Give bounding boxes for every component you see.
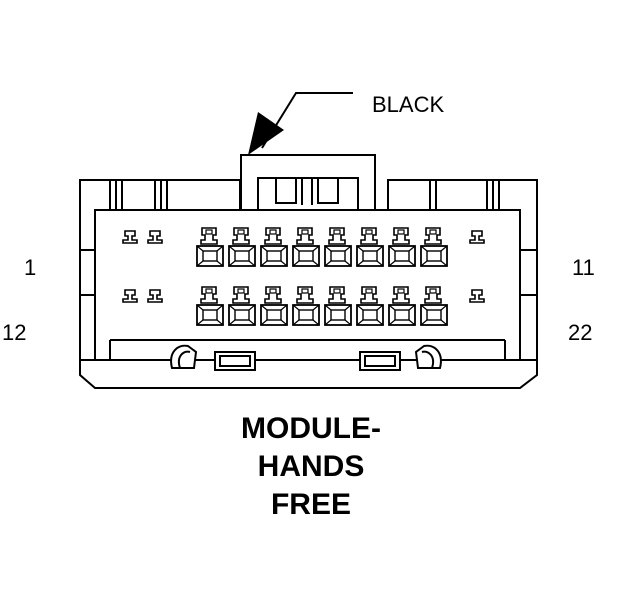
pin-label-11: 11 xyxy=(572,255,595,280)
pin-terminal-r1-6 xyxy=(356,227,384,267)
connector-housing xyxy=(79,154,538,389)
pin-small-r2-a xyxy=(122,289,138,303)
pin-terminal-r1-7 xyxy=(388,227,416,267)
wire-color-label: BLACK xyxy=(372,92,444,117)
pin-terminal-r1-8 xyxy=(420,227,448,267)
pin-small-r1-a xyxy=(122,230,138,244)
connector-name-line-1: MODULE- xyxy=(241,412,381,445)
color-leader-arrow xyxy=(248,92,353,155)
pin-terminal-r2-4 xyxy=(292,286,320,326)
pin-terminals xyxy=(122,227,485,326)
pin-terminal-r2-7 xyxy=(388,286,416,326)
pin-label-22: 22 xyxy=(568,320,592,345)
pin-small-r1-c xyxy=(469,230,485,244)
pin-terminal-r2-3 xyxy=(260,286,288,326)
pin-label-12: 12 xyxy=(2,320,26,345)
pin-small-r2-b xyxy=(147,289,163,303)
pin-small-r2-c xyxy=(469,289,485,303)
pin-terminal-r1-1 xyxy=(196,227,224,267)
pin-terminal-r1-5 xyxy=(324,227,352,267)
pin-terminal-r1-4 xyxy=(292,227,320,267)
pin-terminal-r2-5 xyxy=(324,286,352,326)
connector-name-line-3: FREE xyxy=(271,488,351,521)
pin-small-r1-b xyxy=(147,230,163,244)
connector-name-line-2: HANDS xyxy=(258,450,365,483)
pin-terminal-r2-2 xyxy=(228,286,256,326)
pin-terminal-r1-2 xyxy=(228,227,256,267)
pin-terminal-r2-6 xyxy=(356,286,384,326)
pin-terminal-r2-1 xyxy=(196,286,224,326)
pin-terminal-r1-3 xyxy=(260,227,288,267)
pin-terminal-r2-8 xyxy=(420,286,448,326)
pin-label-1: 1 xyxy=(24,255,36,280)
